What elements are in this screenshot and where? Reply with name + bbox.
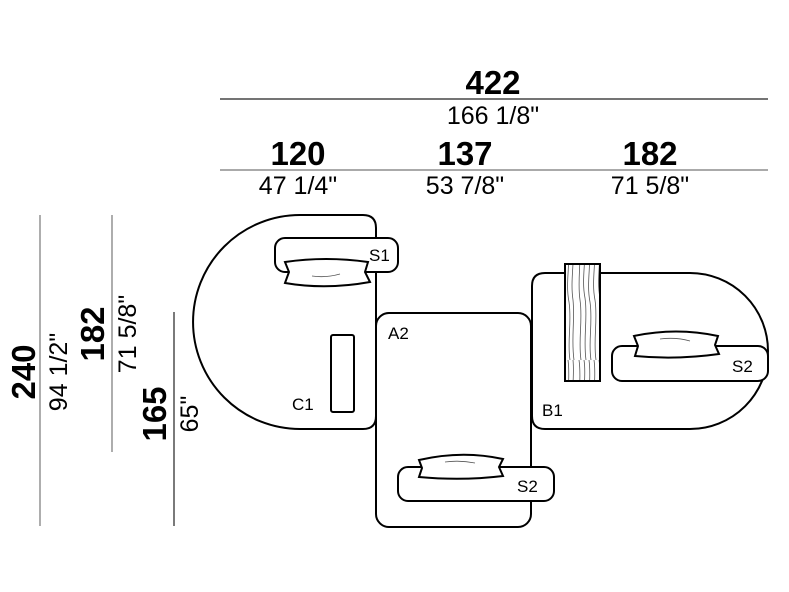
depth-165-cm: 165	[136, 386, 173, 441]
module-b1-label: B1	[542, 401, 563, 420]
segment-2-width-inch: 53 7/8"	[426, 172, 504, 200]
backrest-s2-right: S2	[611, 330, 769, 382]
module-c1-label: C1	[292, 395, 314, 414]
module-a2-label: A2	[388, 324, 409, 343]
depth-240-cm: 240	[5, 344, 42, 399]
total-width-inch: 166 1/8"	[447, 102, 539, 130]
backrest-s1-label: S1	[369, 246, 390, 265]
segment-1-width-cm: 120	[270, 135, 325, 172]
backrest-s2-center: S2	[397, 453, 555, 502]
pillow-s1	[283, 258, 372, 288]
depth-182-inch: 71 5/8"	[114, 295, 142, 373]
pillow-s2-right	[632, 330, 721, 359]
depth-240-inch: 94 1/2"	[45, 333, 73, 411]
backrest-s1: S1	[274, 237, 399, 288]
backrest-s2-center-label: S2	[517, 477, 538, 496]
segment-1-width-inch: 47 1/4"	[259, 172, 337, 200]
horizontal-dimensions: 422 166 1/8" 120 47 1/4" 137 53 7/8" 182…	[220, 64, 768, 200]
backrest-s2-right-label: S2	[732, 357, 753, 376]
segment-3-width-cm: 182	[622, 135, 677, 172]
c1-cushion	[330, 334, 355, 413]
total-width-cm: 422	[465, 64, 520, 101]
vertical-dimensions: 240 94 1/2" 182 71 5/8" 165 65"	[5, 215, 204, 526]
segment-3-width-inch: 71 5/8"	[611, 172, 689, 200]
segment-2-width-cm: 137	[437, 135, 492, 172]
depth-165-inch: 65"	[176, 396, 204, 433]
pillow-s2-center	[417, 453, 505, 480]
depth-182-cm: 182	[74, 306, 111, 361]
wood-side-table	[564, 263, 601, 382]
